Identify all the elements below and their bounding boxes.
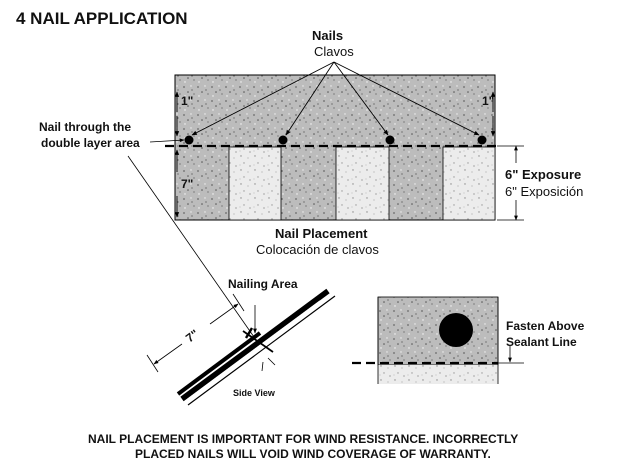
- shingle-layer-upper: [180, 288, 330, 402]
- side-view-label: Side View: [233, 388, 275, 398]
- fasten-label-2: Sealant Line: [506, 335, 577, 349]
- exposure-label-es: 6" Exposición: [505, 184, 584, 199]
- offset-right-label: 1": [482, 94, 495, 108]
- shingle-cutout-1: [228, 146, 282, 221]
- side-view-nail: [242, 327, 274, 353]
- nail-3: [385, 135, 395, 145]
- nail-through-label-2: double layer area: [41, 136, 140, 150]
- nail-through-label-1: Nail through the: [39, 120, 131, 134]
- exposure-label: 6" Exposure: [505, 167, 582, 182]
- nail-1: [184, 135, 194, 145]
- nail-dots: [184, 135, 487, 145]
- side-view: [146, 288, 336, 406]
- side-seven-dim: [146, 293, 245, 373]
- footer-line-1: NAIL PLACEMENT IS IMPORTANT FOR WIND RES…: [88, 432, 519, 446]
- detail-nail-head: [439, 313, 473, 347]
- nail-2: [278, 135, 288, 145]
- seven-inch-label: 7": [181, 177, 194, 191]
- nail-4: [477, 135, 487, 145]
- shingle-top-view: [165, 61, 524, 221]
- shingle-layer-lower: [176, 331, 262, 396]
- nailing-area-label: Nailing Area: [228, 277, 298, 291]
- fasten-label-1: Fasten Above: [506, 319, 585, 333]
- offset-left-label: 1": [181, 94, 194, 108]
- exposure-dim: [497, 145, 524, 221]
- shingle-cutout-2: [335, 146, 390, 221]
- nail-placement-label-es: Colocación de clavos: [256, 242, 379, 257]
- shingle-cutout-3: [442, 146, 496, 221]
- sealant-detail: [352, 296, 524, 384]
- page-title: 4 NAIL APPLICATION: [16, 9, 188, 28]
- nails-label: Nails: [312, 28, 344, 43]
- nail-through-arrow: [149, 138, 185, 143]
- nails-label-es: Clavos: [314, 44, 354, 59]
- nail-placement-label: Nail Placement: [275, 226, 368, 241]
- footer-line-2: PLACED NAILS WILL VOID WIND COVERAGE OF …: [135, 447, 491, 461]
- nails-pointer-arrows: [191, 61, 480, 136]
- nail-through-leader: [127, 155, 255, 338]
